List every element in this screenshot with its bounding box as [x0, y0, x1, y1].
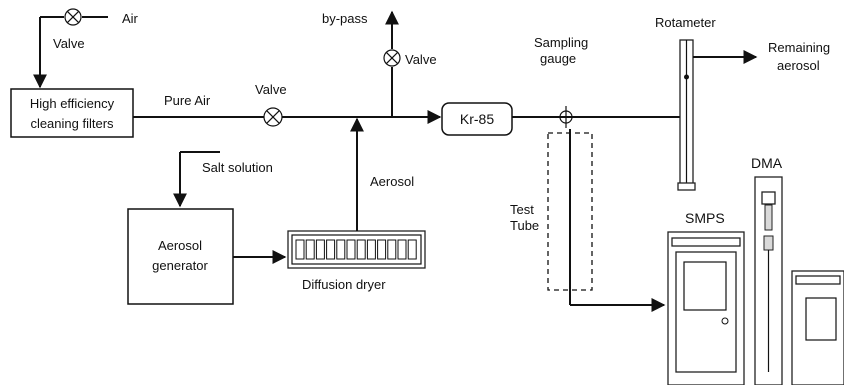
- sampling-gauge-label: Sampling: [534, 35, 588, 50]
- kr85-label: Kr-85: [460, 111, 494, 127]
- dma-label: DMA: [751, 155, 783, 171]
- remaining-aerosol-label: aerosol: [777, 58, 820, 73]
- rotameter: [677, 39, 696, 191]
- aerosol-label: Aerosol: [370, 174, 414, 189]
- dryer-cell: [377, 239, 387, 260]
- valve-icon: [263, 107, 283, 127]
- air-inlet: [33, 16, 108, 89]
- dryer-cell: [346, 239, 356, 260]
- diffusion-dryer-label: Diffusion dryer: [302, 277, 386, 292]
- aerosol-generator-box: [127, 208, 234, 305]
- dryer-cell: [295, 239, 305, 260]
- diffusion-dryer: [287, 230, 426, 269]
- dryer-cell: [315, 239, 325, 260]
- air-label: Air: [122, 11, 139, 26]
- remaining-aerosol-label: Remaining: [768, 40, 830, 55]
- sample-line: [569, 129, 666, 312]
- dryer-cell: [366, 239, 376, 260]
- filters-label: cleaning filters: [30, 116, 114, 131]
- dryer-cell: [397, 239, 407, 260]
- smps-cabinet: [667, 231, 745, 385]
- salt-solution-label: Salt solution: [202, 160, 273, 175]
- filters-label: High efficiency: [30, 96, 115, 111]
- dryer-cell: [387, 239, 397, 260]
- filters-box: [10, 88, 134, 138]
- valve-label: Valve: [255, 82, 287, 97]
- valve-icon: [64, 8, 82, 26]
- pure-air-label: Pure Air: [164, 93, 211, 108]
- dryer-cell: [336, 239, 346, 260]
- dryer-cell: [407, 239, 417, 260]
- test-tube-label: Test: [510, 202, 534, 217]
- dma-column: [754, 176, 783, 385]
- kr85-box: [441, 102, 513, 136]
- salt-solution-line: [173, 151, 220, 208]
- valve-label: Valve: [53, 36, 85, 51]
- smps-label: SMPS: [685, 210, 725, 226]
- valve-icon: [383, 49, 401, 67]
- test-tube-label: Tube: [510, 218, 539, 233]
- sampling-gauge-label: gauge: [540, 51, 576, 66]
- sampling-gauge-icon: [555, 106, 577, 128]
- aerosol-generator-label: Aerosol: [158, 238, 202, 253]
- dryer-cell: [356, 239, 366, 260]
- valve-label: Valve: [405, 52, 437, 67]
- aerosol-generator-label: generator: [152, 258, 208, 273]
- side-cabinet: [791, 270, 844, 385]
- dryer-cell: [326, 239, 336, 260]
- bypass-label: by-pass: [322, 11, 368, 26]
- dryer-cell: [305, 239, 315, 260]
- rotameter-label: Rotameter: [655, 15, 716, 30]
